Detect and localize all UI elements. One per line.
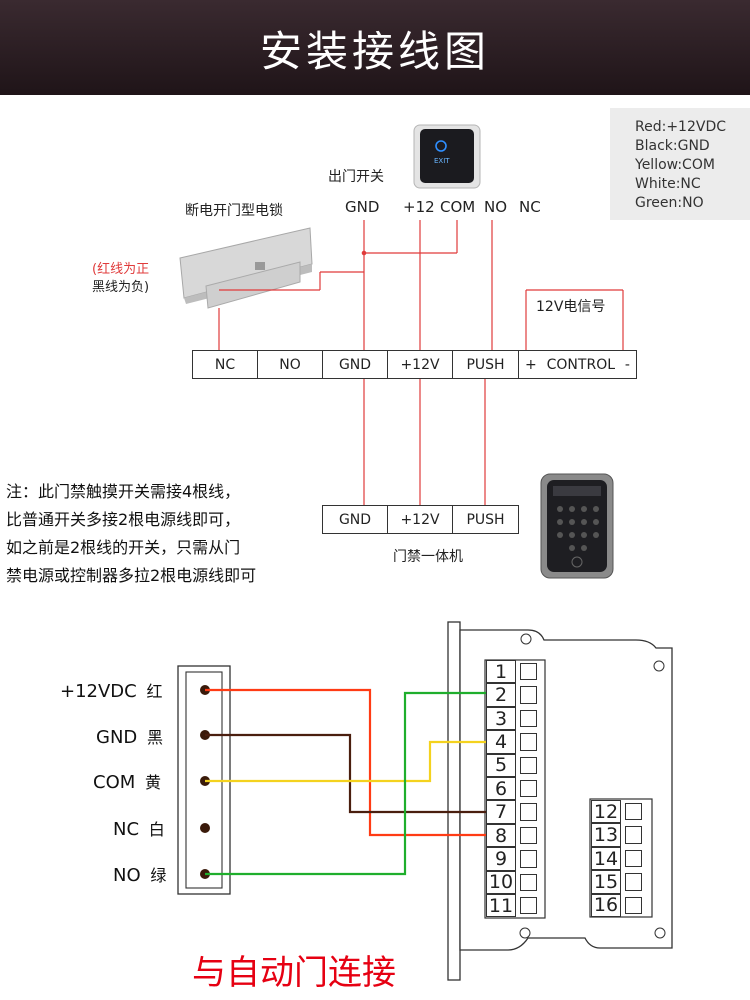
board-terminal-9: 9 — [486, 847, 516, 871]
signal-label: 12V电信号 — [536, 299, 606, 315]
terminal-screw-slot — [520, 663, 538, 681]
access-terminal-gnd: GND — [322, 505, 388, 534]
board-terminal-10: 10 — [486, 870, 516, 894]
board-terminal-6: 6 — [486, 777, 516, 801]
access-terminal-12v: +12V — [387, 505, 453, 534]
board-terminal-1: 1 — [486, 660, 516, 684]
legend-red: Red:+12VDC — [635, 119, 726, 135]
exit-terminal-nc: NC — [519, 198, 541, 216]
pin-color: 红 — [146, 682, 163, 701]
legend-green: Green:NO — [635, 195, 704, 211]
lock-note-red: (红线为正 — [92, 262, 150, 277]
exit-terminal-12: +12 — [403, 198, 435, 216]
note-line: 比普通开关多接2根电源线即可， — [6, 510, 241, 529]
board-terminal-13: 13 — [591, 823, 621, 847]
page-title: 安装接线图 — [259, 27, 490, 76]
board-terminal-8: 8 — [486, 823, 516, 848]
access-keypad-device — [540, 473, 614, 579]
pin-label-com: COM 黄 — [93, 769, 161, 793]
legend-black: Black:GND — [635, 138, 710, 154]
pin-label-gnd: GND 黑 — [96, 724, 163, 748]
terminal-screw-slot — [520, 803, 538, 821]
terminal-screw-slot — [520, 709, 538, 728]
terminal-screw-slot — [625, 849, 643, 868]
wire-junction-dot — [361, 250, 367, 256]
control-plus: + — [525, 356, 537, 373]
access-controller-label: 门禁一体机 — [393, 549, 463, 565]
board-terminal-3: 3 — [486, 706, 516, 731]
wire-color-legend: Red:+12VDC Black:GND Yellow:COM White:NC… — [610, 108, 750, 220]
ctrl-terminal-gnd: GND — [322, 350, 388, 379]
pin-name: +12VDC — [60, 681, 137, 702]
board-terminal-2: 2 — [486, 683, 516, 707]
bottom-caption: 与自动门连接 — [192, 953, 396, 993]
exit-terminal-com: COM — [440, 198, 476, 216]
exit-button-device — [413, 124, 481, 189]
terminal-screw-slot — [625, 803, 643, 821]
board-terminal-15: 15 — [591, 870, 621, 894]
exit-terminal-gnd: GND — [345, 198, 380, 216]
lock-note-black: 黑线为负) — [92, 280, 150, 295]
exit-terminal-no: NO — [484, 198, 508, 216]
electric-lock-device — [179, 227, 313, 309]
legend-yellow: Yellow:COM — [635, 157, 715, 173]
terminal-screw-slot — [520, 780, 538, 798]
terminal-screw-slot — [520, 873, 538, 891]
board-terminal-14: 14 — [591, 846, 621, 871]
board-terminal-5: 5 — [486, 753, 516, 777]
pin-label-nc: NC 白 — [113, 816, 165, 840]
board-terminal-4: 4 — [486, 730, 516, 754]
terminal-screw-slot — [520, 826, 538, 845]
ctrl-terminal-nc: NC — [192, 350, 258, 379]
terminal-screw-slot — [625, 896, 643, 914]
board-terminal-12: 12 — [591, 800, 621, 824]
pin-name: COM — [93, 772, 136, 793]
exit-switch-label: 出门开关 — [328, 169, 384, 185]
door-controller-board — [447, 621, 673, 981]
terminal-screw-slot — [520, 733, 538, 751]
lower-wires — [205, 688, 490, 876]
pin-label-12vdc: +12VDC 红 — [60, 678, 162, 702]
legend-white: White:NC — [635, 176, 701, 192]
board-terminal-11: 11 — [486, 894, 516, 918]
board-terminal-7: 7 — [486, 800, 516, 824]
note-line: 注：此门禁触摸开关需接4根线， — [6, 482, 241, 501]
ctrl-terminal-control: + CONTROL - — [518, 350, 637, 379]
note-line: 如之前是2根线的开关，只需从门 — [6, 538, 241, 557]
pin-color: 黑 — [147, 728, 164, 747]
note-line: 禁电源或控制器多拉2根电源线即可 — [6, 566, 257, 585]
terminal-screw-slot — [520, 756, 538, 774]
ctrl-terminal-push: PUSH — [452, 350, 519, 379]
pin-name: GND — [96, 727, 138, 748]
ctrl-terminal-no: NO — [257, 350, 323, 379]
terminal-screw-slot — [625, 826, 643, 844]
pin-color: 黄 — [145, 773, 162, 792]
pin-label-no: NO 绿 — [113, 862, 166, 886]
pin-name: NO — [113, 865, 141, 886]
exit-button-text: EXIT — [434, 157, 450, 165]
pin-color: 绿 — [150, 866, 167, 885]
lock-label: 断电开门型电锁 — [185, 203, 283, 219]
installation-note: 注：此门禁触摸开关需接4根线， 比普通开关多接2根电源线即可， 如之前是2根线的… — [6, 478, 256, 590]
terminal-screw-slot — [520, 897, 538, 915]
pin-name: NC — [113, 819, 140, 840]
terminal-screw-slot — [625, 873, 643, 891]
ctrl-terminal-12v: +12V — [387, 350, 453, 379]
control-minus: - — [624, 356, 630, 373]
board-terminal-16: 16 — [591, 893, 621, 917]
terminal-screw-slot — [520, 850, 538, 868]
pin-color: 白 — [148, 820, 165, 839]
access-terminal-push: PUSH — [452, 505, 519, 534]
terminal-screw-slot — [520, 686, 538, 704]
control-label: CONTROL — [546, 356, 616, 373]
header-bar: 安装接线图 — [0, 0, 750, 95]
